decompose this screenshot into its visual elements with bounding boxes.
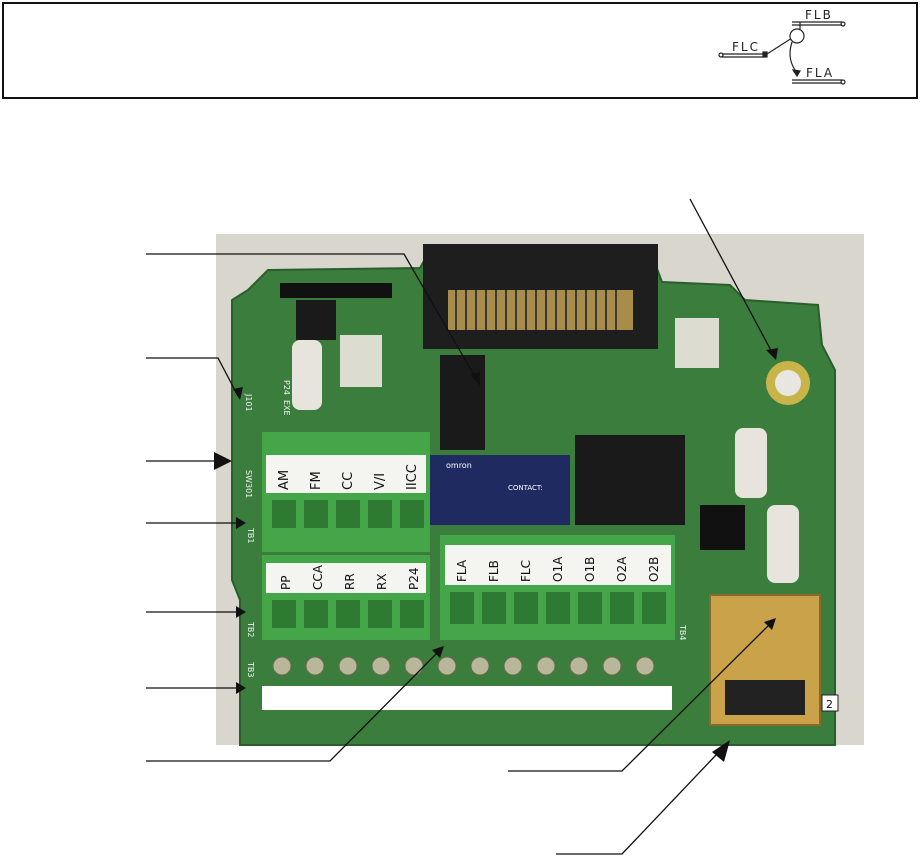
tb3-white-label-strip: [262, 686, 672, 710]
label-tb3: TB3: [246, 661, 255, 677]
terminal-o2a: O2A: [615, 556, 629, 582]
connector-pin-lines: [455, 290, 617, 330]
label-tb1: TB1: [246, 527, 255, 543]
arrowhead-6: [236, 682, 246, 694]
arrowhead-4: [236, 517, 246, 529]
terminal-fm: FM: [309, 471, 324, 490]
rj45-label: 2: [826, 698, 833, 711]
label-p24: P24: [282, 380, 291, 395]
terminal-flc: FLC: [519, 560, 533, 582]
rj45-label-box: [821, 694, 839, 712]
label-tb2: TB2: [246, 621, 255, 637]
tb1-labels: AM FM CC V/I IICC: [277, 464, 420, 490]
relay-label-flc: FLC: [732, 40, 760, 54]
arrowhead-9: [712, 740, 730, 762]
tb4-labels: FLA FLB FLC O1A O1B O2A O2B: [455, 556, 661, 582]
arrowhead-2: [233, 387, 243, 400]
ic-chip: [296, 300, 336, 340]
callout-lines: [146, 198, 775, 855]
ic-chip-2: [700, 505, 745, 550]
relay-body: [430, 455, 570, 525]
tb4-screws: [450, 592, 666, 624]
redaction-bar: [280, 283, 392, 298]
label-j101: J101: [244, 393, 253, 412]
callout-line-10: [689, 198, 775, 357]
callout-arrowheads: [214, 348, 778, 762]
arrowhead-3: [214, 452, 232, 470]
tb3-screws: [272, 656, 655, 676]
relay-symbol: [718, 21, 846, 85]
header-box: [2, 2, 918, 99]
module-label-left: [340, 335, 382, 387]
connector-pins: [448, 290, 633, 330]
arrowhead-1: [470, 372, 480, 386]
arrowhead-10: [766, 348, 778, 360]
label-sw301: SW301: [244, 470, 253, 498]
label-exe: EXE: [282, 400, 291, 416]
terminal-p24: P24: [407, 567, 421, 590]
tb1-screws: [272, 500, 424, 528]
standoff-3: [767, 505, 799, 583]
arrowhead-5: [236, 606, 246, 618]
relay-label-flb: FLB: [805, 8, 833, 22]
tb2-label-strip: [266, 563, 426, 593]
terminal-o1b: O1B: [583, 557, 597, 582]
relay-black: [575, 435, 685, 525]
tb4-label-strip: [445, 545, 671, 585]
arrowhead-7: [432, 646, 444, 658]
terminal-am: AM: [277, 470, 292, 490]
tb2-labels: PP CCA RR RX P24: [279, 564, 421, 590]
relay-label-fla: FLA: [806, 66, 834, 80]
terminal-iicc: IICC: [405, 464, 420, 490]
terminal-pp: PP: [279, 576, 293, 590]
callout-line-9: [556, 754, 717, 855]
terminal-vi: V/I: [373, 473, 388, 490]
terminal-cca: CCA: [311, 564, 325, 590]
callout-line-2: [146, 357, 239, 397]
arrowhead-8: [764, 618, 776, 630]
terminal-rx: RX: [375, 573, 389, 590]
callout-line-7: [146, 649, 441, 762]
rj45-port: [725, 680, 805, 715]
standoff-1: [292, 340, 322, 410]
tb1-label-strip: [266, 455, 426, 493]
tb2-screws: [272, 600, 424, 628]
terminal-rr: RR: [343, 573, 357, 590]
terminal-fla: FLA: [455, 559, 469, 582]
terminal-o2b: O2B: [647, 557, 661, 582]
callout-line-1: [146, 253, 479, 383]
mounting-hole: [775, 370, 801, 396]
terminal-o1a: O1A: [551, 556, 565, 582]
module-label-right: [675, 318, 719, 368]
relay-contact: CONTACT:: [508, 484, 543, 492]
relay-brand: omron: [446, 461, 472, 470]
terminal-flb: FLB: [487, 560, 501, 582]
standoff-2: [735, 428, 767, 498]
callout-line-8: [508, 621, 773, 772]
black-component: [440, 355, 485, 450]
label-tb4: TB4: [678, 624, 687, 640]
terminal-cc: CC: [341, 472, 356, 490]
